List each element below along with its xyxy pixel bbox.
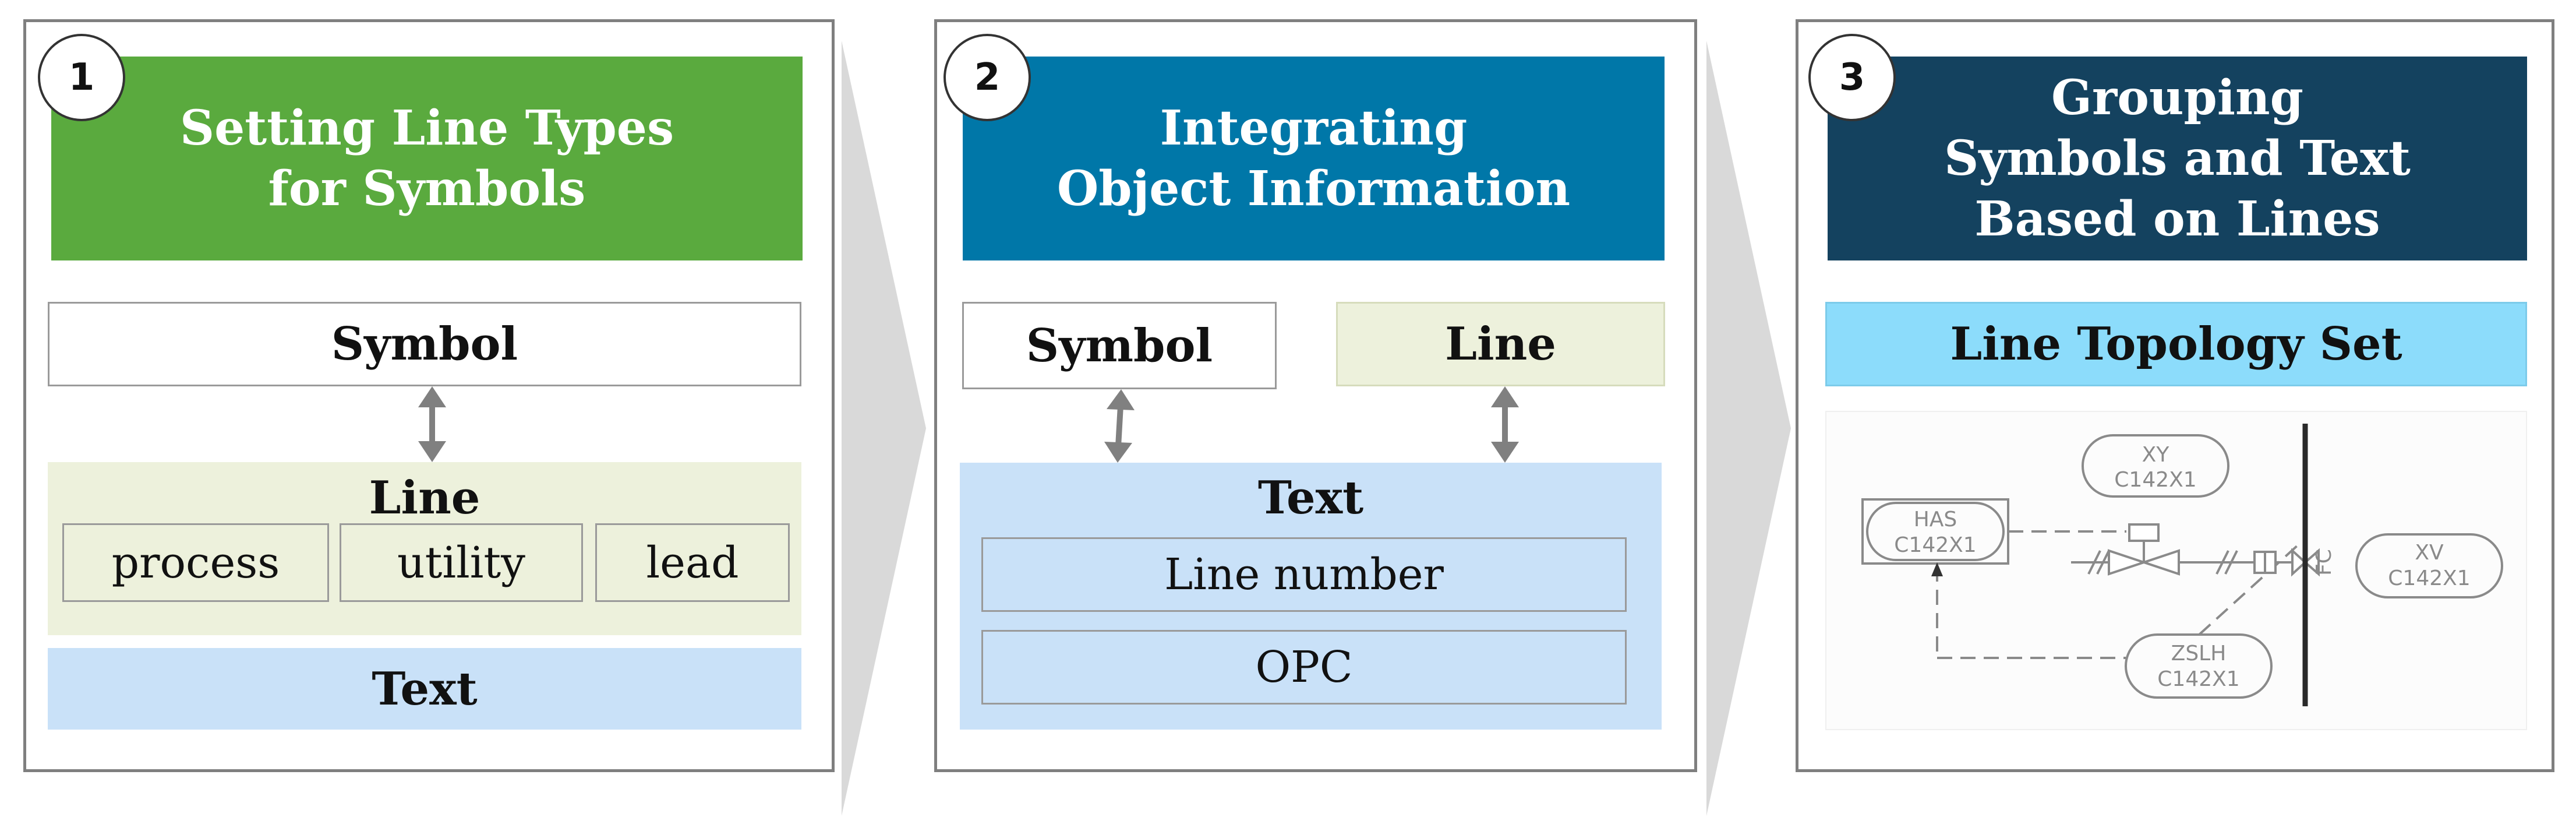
fc-label: FC	[2312, 549, 2336, 576]
text-item-opc: OPC	[981, 630, 1627, 705]
step-1-symbol-box: Symbol	[48, 302, 801, 386]
zslh-balloon	[2125, 633, 2273, 699]
step-1-line-label: Line	[369, 471, 480, 524]
line-type-process: process	[62, 523, 329, 602]
step-1-badge: 1	[38, 34, 125, 121]
xy-number: C142X1	[2114, 468, 2196, 492]
line-type-utility: utility	[340, 523, 583, 602]
step-3-badge: 3	[1808, 34, 1896, 121]
step-3-header: Grouping Symbols and Text Based on Lines	[1828, 57, 2527, 260]
step-2-text-label: Text	[1257, 471, 1364, 524]
step-1-header: Setting Line Types for Symbols	[51, 57, 803, 260]
xv-tag: XV	[2415, 541, 2444, 565]
step-2-symbol-arrow-icon	[1104, 389, 1135, 463]
line-topology-set-box: Line Topology Set	[1825, 302, 2527, 386]
step-2-line-arrow-icon	[1491, 386, 1519, 463]
xv-balloon	[2355, 533, 2503, 598]
step-1-double-arrow-icon	[418, 386, 446, 462]
xy-balloon	[2082, 434, 2229, 498]
pid-diagram-area: XY C142X1 HAS C142X1 XV C142X1 ZSLH C142…	[1825, 411, 2527, 730]
step-2-symbol-box: Symbol	[962, 302, 1277, 389]
pid-diagram: XY C142X1 HAS C142X1 XV C142X1 ZSLH C142…	[1861, 424, 2503, 706]
zslh-tag: ZSLH	[2171, 642, 2227, 665]
zslh-number: C142X1	[2157, 667, 2239, 691]
xv-number: C142X1	[2388, 566, 2470, 590]
step-1-text-box: Text	[48, 648, 801, 730]
chevron-arrow-2-icon	[1706, 41, 1791, 816]
has-number: C142X1	[1894, 533, 1976, 557]
step-2-badge: 2	[944, 34, 1031, 121]
has-tag: HAS	[1914, 508, 1957, 531]
text-item-line-number: Line number	[981, 537, 1627, 612]
xy-tag: XY	[2142, 443, 2170, 467]
step-2-line-box: Line	[1336, 302, 1665, 386]
step-2-header: Integrating Object Information	[963, 57, 1665, 260]
dashed-arrow-icon	[1931, 562, 1943, 576]
chevron-arrow-1-icon	[842, 41, 926, 816]
line-type-lead: lead	[595, 523, 790, 602]
